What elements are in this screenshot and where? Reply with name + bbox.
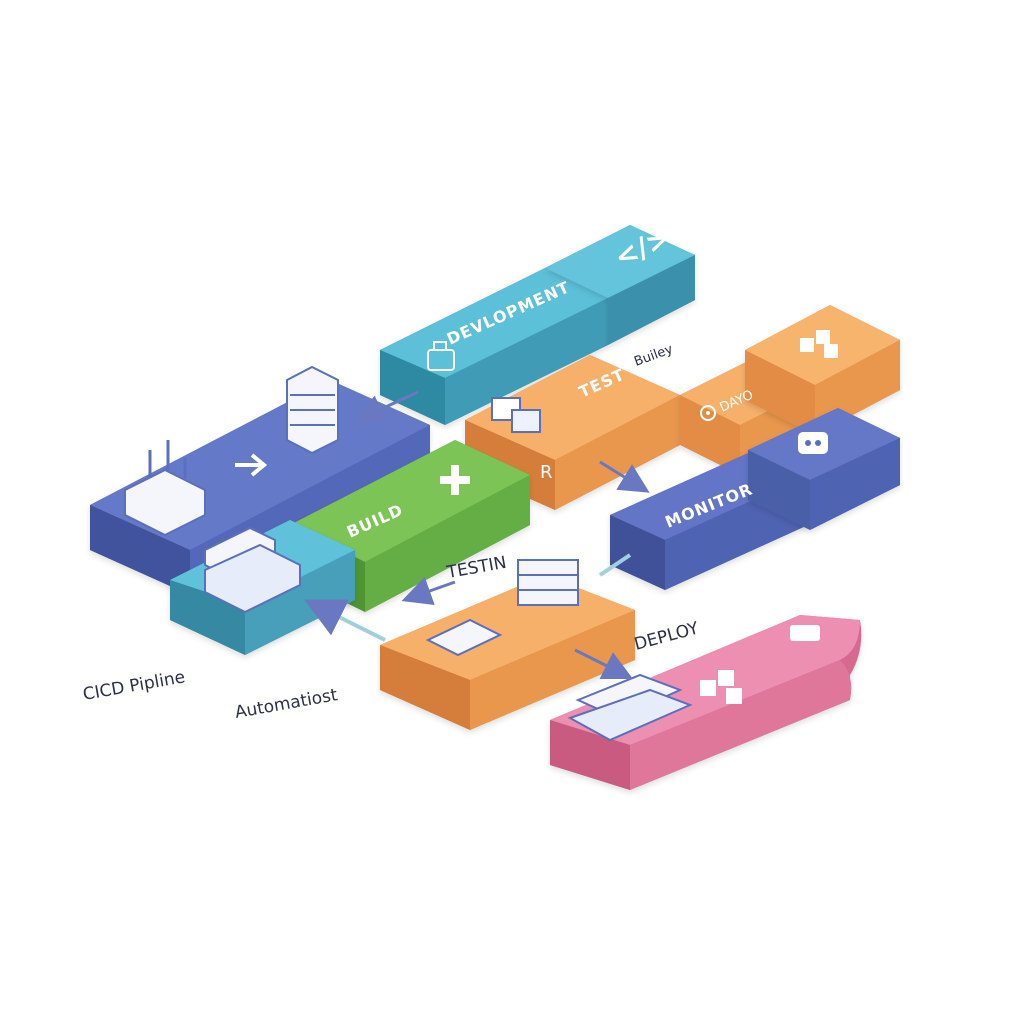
automation-label: Automatiost [233,685,339,723]
usb-icon [790,625,820,641]
package-icon [517,559,579,606]
puzzle-icon [800,330,838,358]
flask-icon [427,341,455,371]
deploy-label: DEPLOY [632,618,701,655]
arrow-testing-build [401,576,456,606]
plus-icon [440,465,470,495]
test-boxes-icon [491,397,541,433]
code-block [545,225,695,345]
testing-block [380,575,635,730]
arrow-dev-server [353,390,419,423]
rack-icon [204,526,301,614]
arrow-test-monitor [599,460,650,493]
connector-automation [304,599,386,642]
puzzle-block [745,305,900,435]
robot-icon [798,432,828,454]
arrow-deploy [574,648,634,680]
gear-icon [700,405,716,421]
server-rack-icon [286,365,339,455]
r-label: R [540,462,553,483]
builey-label: Builey [632,342,675,370]
cicd-pipeline-label: CICD Pipline [81,667,186,705]
connector-monitor-testing [598,553,632,577]
puzzle-icon [700,670,742,704]
laptop-icon [567,673,693,742]
laptop-icon [425,618,503,657]
arrow-right-icon [235,453,268,477]
chart-icon [124,440,206,537]
